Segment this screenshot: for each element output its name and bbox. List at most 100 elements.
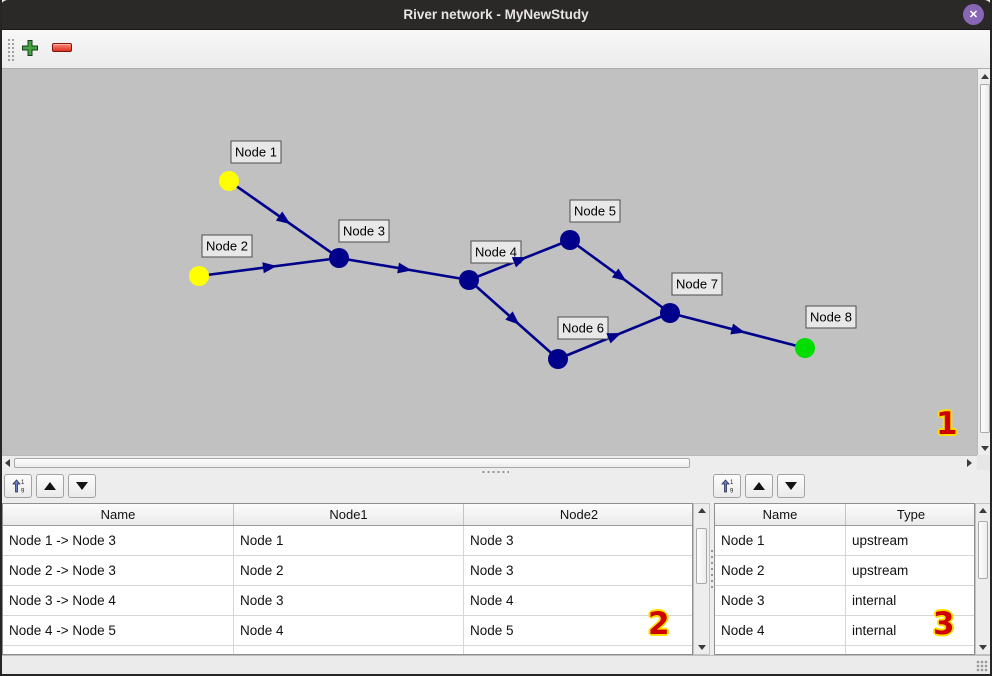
canvas-vscrollbar-thumb[interactable] — [980, 84, 990, 433]
table-cell[interactable]: upstream — [852, 533, 909, 548]
table-cell[interactable]: Node 3 — [470, 563, 514, 578]
table-cell[interactable]: Node 1 — [234, 526, 464, 555]
table-cell[interactable]: Node 4 -> Node 5 — [3, 616, 234, 645]
table-cell[interactable]: Node 1 — [715, 526, 846, 555]
nodes-scroll-down-button[interactable] — [976, 641, 990, 654]
node-circle[interactable] — [329, 248, 349, 268]
svg-text:1: 1 — [730, 480, 734, 486]
table-row[interactable] — [715, 646, 974, 654]
canvas-vscrollbar[interactable] — [977, 69, 992, 455]
edge-arrow-icon — [262, 262, 277, 274]
canvas-scroll-right-button[interactable] — [962, 456, 976, 470]
nodes-move-down-button[interactable] — [777, 474, 805, 498]
node-circle[interactable] — [560, 230, 580, 250]
table-row[interactable]: Node 1 upstream — [715, 526, 974, 556]
table-cell[interactable]: Node 4 — [715, 616, 846, 645]
table-cell[interactable] — [715, 646, 846, 654]
toolbar-grip-handle[interactable] — [7, 38, 15, 62]
sort-ascending-icon: 1 9 — [12, 479, 25, 494]
node-label-box[interactable] — [805, 305, 857, 329]
links-scroll-up-button[interactable] — [694, 504, 709, 517]
canvas-scroll-down-button[interactable] — [978, 441, 992, 455]
node-label-box[interactable] — [230, 140, 282, 164]
table-cell[interactable]: Node 3 — [715, 586, 846, 615]
node-circle[interactable] — [189, 266, 209, 286]
canvas-hscrollbar-thumb[interactable] — [14, 458, 690, 468]
node-label-box[interactable] — [470, 240, 522, 264]
titlebar[interactable]: River network - MyNewStudy ✕ — [0, 0, 992, 30]
node-circle[interactable] — [548, 349, 568, 369]
node-label-box[interactable] — [557, 316, 609, 340]
node-label-box[interactable] — [201, 234, 253, 258]
resize-grip[interactable] — [976, 660, 988, 672]
table-cell[interactable]: Node 4 — [470, 593, 514, 608]
nodes-vscrollbar-thumb[interactable] — [978, 521, 988, 579]
links-vscrollbar-thumb[interactable] — [696, 528, 707, 584]
node-label-box[interactable] — [338, 219, 390, 243]
links-move-up-button[interactable] — [36, 474, 64, 498]
node-circle[interactable] — [660, 303, 680, 323]
nodes-sort-button[interactable]: 1 9 — [713, 474, 741, 498]
table-splitter-handle[interactable] — [710, 548, 714, 588]
node-label-box[interactable] — [569, 199, 621, 223]
table-row[interactable]: Node 3 internal — [715, 586, 974, 616]
table-cell[interactable]: Node 5 — [470, 623, 514, 638]
add-button[interactable] — [21, 39, 39, 57]
column-header[interactable]: Node1 — [234, 504, 464, 525]
table-cell[interactable]: Node 3 — [470, 533, 514, 548]
node-label: Node 6 — [562, 321, 604, 336]
table-cell[interactable]: Node 2 — [715, 556, 846, 585]
node-circle[interactable] — [795, 338, 815, 358]
nodes-move-up-button[interactable] — [745, 474, 773, 498]
node-circle[interactable] — [459, 270, 479, 290]
nodes-scroll-up-button[interactable] — [976, 504, 990, 517]
links-sort-button[interactable]: 1 9 — [4, 474, 32, 498]
edge-arrow-icon — [606, 332, 622, 344]
table-cell[interactable]: Node 2 -> Node 3 — [3, 556, 234, 585]
node-circle[interactable] — [219, 171, 239, 191]
table-cell[interactable]: Node 4 — [234, 616, 464, 645]
close-button[interactable]: ✕ — [963, 4, 984, 25]
canvas-scroll-left-button[interactable] — [0, 456, 14, 470]
table-cell[interactable] — [846, 646, 974, 654]
node-label-box[interactable] — [671, 272, 723, 296]
annotation-marker-2: 2 — [648, 606, 670, 642]
nodes-table-vscrollbar[interactable] — [975, 503, 991, 655]
column-header[interactable]: Name — [3, 504, 234, 525]
table-cell[interactable]: internal — [852, 593, 897, 608]
column-header[interactable]: Type — [896, 507, 926, 522]
sort-ascending-icon: 1 9 — [721, 479, 734, 494]
canvas-hscrollbar[interactable] — [0, 455, 977, 470]
links-table-vscrollbar[interactable] — [693, 503, 710, 655]
remove-button[interactable] — [52, 43, 72, 52]
links-move-down-button[interactable] — [68, 474, 96, 498]
table-cell[interactable]: Node 3 -> Node 4 — [3, 586, 234, 615]
table-cell[interactable] — [234, 646, 464, 654]
table-cell[interactable]: upstream — [852, 563, 909, 578]
plus-icon — [22, 40, 38, 56]
table-cell[interactable]: internal — [852, 623, 897, 638]
table-cell[interactable]: Node 1 -> Node 3 — [3, 526, 234, 555]
canvas-scroll-up-button[interactable] — [978, 69, 992, 83]
links-scroll-down-button[interactable] — [694, 641, 709, 654]
table-cell[interactable] — [3, 646, 234, 654]
table-cell[interactable]: Node 3 — [234, 586, 464, 615]
edge-arrow-icon — [730, 323, 746, 335]
table-row[interactable]: Node 2 upstream — [715, 556, 974, 586]
column-header[interactable]: Node2 — [559, 507, 599, 522]
table-cell[interactable] — [464, 646, 692, 654]
table-row[interactable] — [3, 646, 692, 654]
table-cell[interactable]: Node 2 — [234, 556, 464, 585]
column-header[interactable]: Name — [715, 504, 846, 525]
arrow-down-icon — [981, 445, 989, 451]
pane-splitter-handle[interactable] — [481, 470, 509, 474]
table-row[interactable]: Node 4 internal — [715, 616, 974, 646]
